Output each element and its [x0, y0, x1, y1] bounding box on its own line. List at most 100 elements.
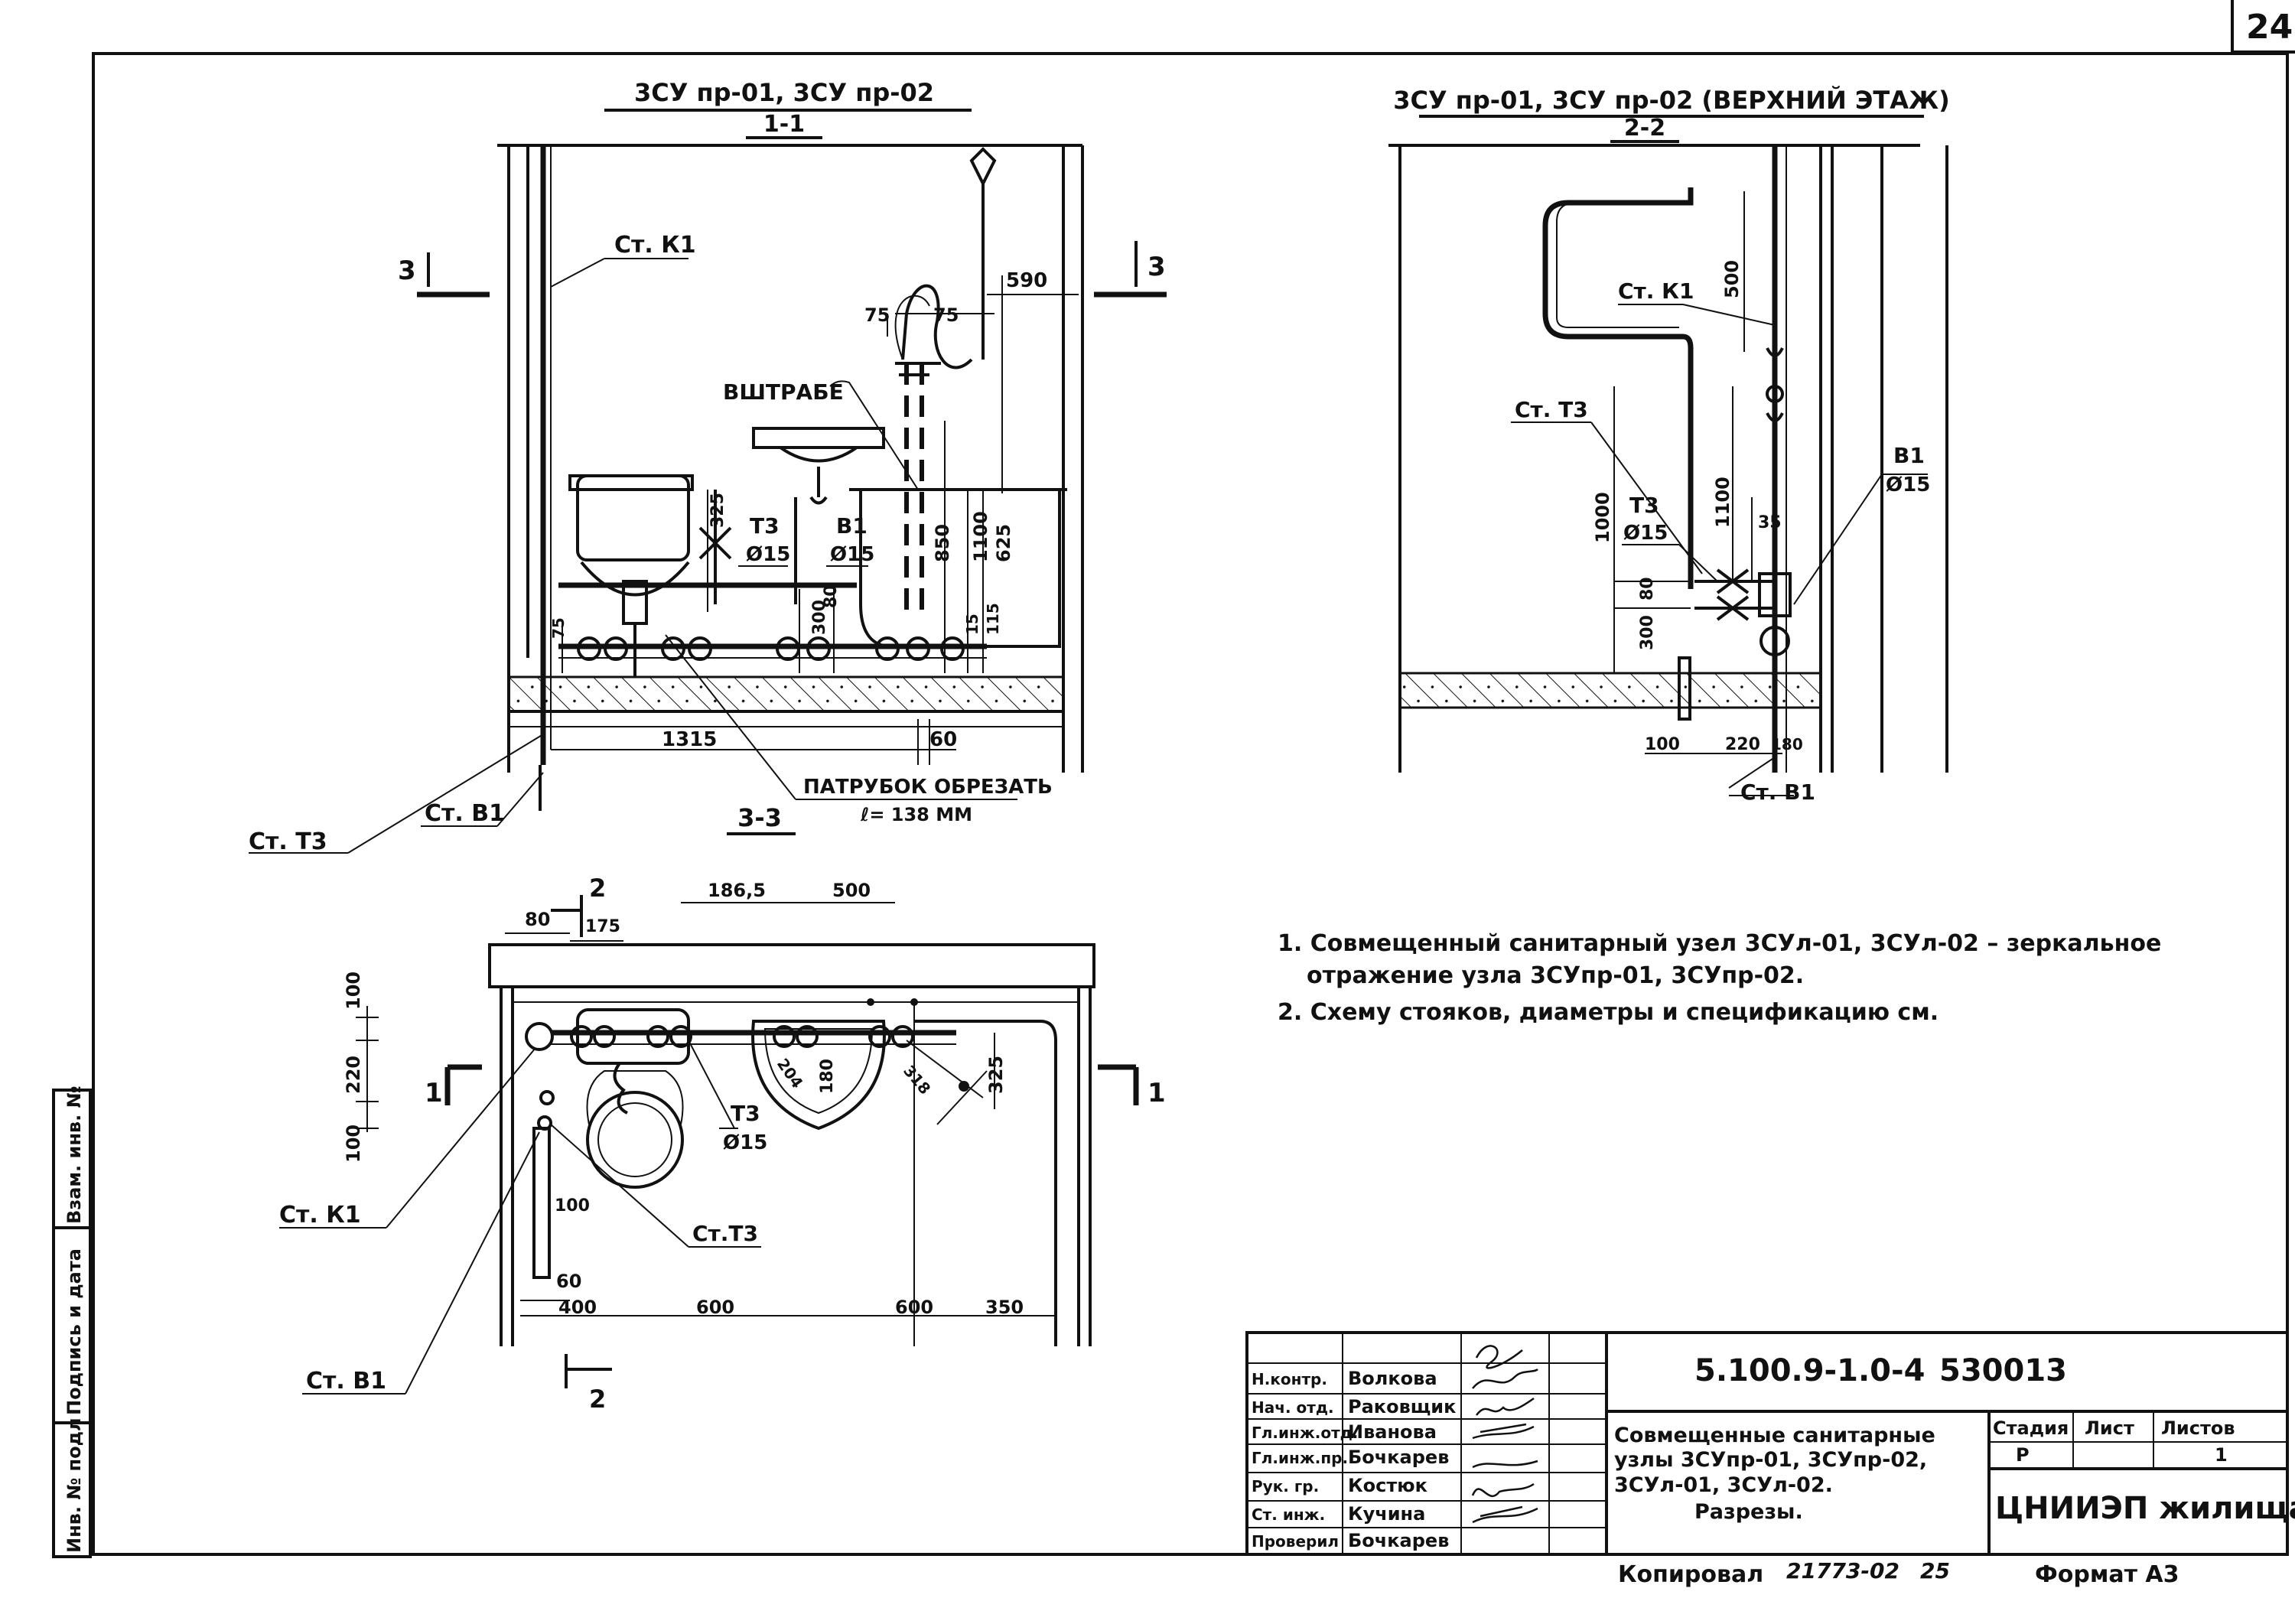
stage-value: Р	[2016, 1444, 2030, 1466]
col-sheets: Листов	[2161, 1417, 2235, 1439]
cut-2-top: 2	[589, 874, 606, 903]
section-2-2: 3СУ пр-01, 3СУ пр-02 (ВЕРХНИЙ ЭТАЖ) 2-2 …	[1388, 86, 1950, 805]
page-number-box: 24	[2231, 0, 2295, 54]
note-1-cont: отражение узла 3СУпр-01, 3СУпр-02.	[1307, 962, 1804, 989]
copy-sheet: 25	[1920, 1558, 1950, 1583]
copied-label: Копировал	[1618, 1561, 1763, 1588]
label-st-t3-plan: Ст.Т3	[692, 1221, 758, 1246]
side-stamp-inv: Инв. № подл	[63, 1417, 85, 1553]
cut-1-right: 1	[1148, 1078, 1166, 1108]
svg-text:Иванова: Иванова	[1348, 1421, 1437, 1443]
svg-text:220: 220	[343, 1056, 364, 1094]
label-st-k1-2: Ст. К1	[1618, 278, 1694, 304]
svg-text:220: 220	[1725, 735, 1760, 754]
svg-text:100: 100	[1645, 735, 1680, 754]
svg-text:325: 325	[985, 1056, 1007, 1094]
svg-text:325: 325	[708, 493, 728, 528]
svg-text:600: 600	[696, 1297, 734, 1318]
svg-text:300: 300	[810, 600, 829, 635]
label-t3-plan: Т3	[731, 1101, 760, 1126]
cut-1-left: 1	[425, 1078, 443, 1108]
svg-text:850: 850	[932, 524, 953, 562]
label-v1-d15: Ø15	[830, 543, 874, 566]
doc-number: 530013	[1939, 1353, 2067, 1388]
label-v1-2-d15: Ø15	[1886, 474, 1930, 496]
label-st-v1-2: Ст. В1	[1740, 779, 1815, 805]
svg-text:100: 100	[343, 971, 364, 1010]
note-2: 2. Схему стояков, диаметры и спецификаци…	[1278, 999, 1939, 1026]
label-t3-d15: Ø15	[746, 543, 790, 566]
label-t3-2-d15: Ø15	[1623, 522, 1668, 545]
label-patrubok: ПАТРУБОК ОБРЕЗАТЬ	[803, 776, 1053, 799]
svg-text:1315: 1315	[662, 728, 717, 751]
description-2: узлы 3СУпр-01, 3СУпр-02,	[1614, 1448, 1927, 1472]
section-2-2-dimensions: 500 1000 1100 80 300 35 100 220 180	[1592, 191, 1803, 754]
svg-text:Н.контр.: Н.контр.	[1252, 1370, 1327, 1388]
svg-text:80: 80	[1638, 577, 1657, 600]
svg-text:Проверил: Проверил	[1252, 1532, 1339, 1551]
format-label: Формат А3	[2035, 1561, 2179, 1588]
svg-text:Гл.инж.пр.: Гл.инж.пр.	[1252, 1449, 1348, 1467]
svg-text:100: 100	[555, 1196, 590, 1216]
plan-dimensions: 80 175 186,5 500 100 220 100 100 60 400 …	[343, 880, 1056, 1318]
svg-text:400: 400	[558, 1297, 597, 1318]
cut-2-bottom: 2	[589, 1385, 606, 1414]
svg-text:1100: 1100	[970, 511, 991, 562]
notes: 1. Совмещенный санитарный узел 3СУл-01, …	[1278, 930, 2161, 1026]
svg-text:Костюк: Костюк	[1348, 1475, 1427, 1496]
cut-3-right: 3	[1148, 252, 1166, 282]
label-st-v1-plan: Ст. В1	[306, 1368, 386, 1395]
svg-text:80: 80	[822, 584, 841, 608]
svg-text:1000: 1000	[1592, 492, 1613, 543]
svg-text:625: 625	[993, 524, 1014, 562]
organization: ЦНИИЭП жилища	[1995, 1491, 2295, 1526]
label-patrubok-len: ℓ= 138 ММ	[860, 804, 972, 825]
label-t3: Т3	[750, 513, 780, 539]
copy-number: 21773-02	[1786, 1558, 1899, 1583]
drawing-frame	[92, 52, 2289, 1556]
sheets-value: 1	[2215, 1444, 2228, 1466]
label-v1: В1	[836, 513, 868, 539]
svg-text:Раковщик: Раковщик	[1348, 1396, 1456, 1417]
svg-text:Рук. гр.: Рук. гр.	[1252, 1477, 1319, 1495]
label-st-k1-plan: Ст. К1	[279, 1202, 361, 1229]
cut-3-left: 3	[398, 255, 416, 286]
svg-text:600: 600	[895, 1297, 933, 1318]
svg-text:1100: 1100	[1712, 477, 1733, 528]
plan-3-3: 2 2 1 1 Т3 Ø15 Ст. К1 Ст.Т3 Ст. В1	[279, 874, 1166, 1414]
section-1-1-dimensions: 75 75 590 325 80 300 850 1100 625 15 115…	[549, 269, 1079, 765]
note-1: 1. Совмещенный санитарный узел 3СУл-01, …	[1278, 930, 2161, 957]
svg-text:300: 300	[1638, 615, 1657, 650]
section-2-2-label: 2-2	[1624, 115, 1665, 142]
svg-text:15: 15	[963, 613, 981, 635]
col-stage: Стадия	[1993, 1417, 2069, 1439]
label-st-t3: Ст. Т3	[249, 828, 327, 855]
section-1-1-title: 3СУ пр-01, 3СУ пр-02	[634, 78, 934, 107]
svg-text:Бочкарев: Бочкарев	[1348, 1447, 1449, 1468]
svg-text:75: 75	[549, 617, 568, 639]
svg-text:Волкова: Волкова	[1348, 1368, 1437, 1389]
svg-text:Ст. инж.: Ст. инж.	[1252, 1505, 1325, 1524]
label-st-t3-2: Ст. Т3	[1515, 397, 1588, 422]
page-number: 24	[2246, 8, 2293, 47]
description-1: Совмещенные санитарные	[1614, 1424, 1935, 1447]
svg-text:60: 60	[929, 728, 957, 751]
section-1-1: 3СУ пр-01, 3СУ пр-02 1-1 3 3	[249, 78, 1167, 855]
svg-text:500: 500	[1721, 260, 1743, 298]
title-block: Н.контр. Нач. отд. Гл.инж.отд. Гл.инж.пр…	[1245, 1331, 2295, 1588]
label-st-v1: Ст. В1	[425, 800, 505, 827]
description-4: Разрезы.	[1694, 1500, 1803, 1524]
label-st-k1: Ст. К1	[614, 232, 696, 259]
side-stamp: Инв. № подл Подпись и дата Взам. инв. №	[52, 1086, 92, 1558]
section-2-2-title: 3СУ пр-01, 3СУ пр-02 (ВЕРХНИЙ ЭТАЖ)	[1393, 86, 1950, 115]
svg-text:590: 590	[1006, 269, 1047, 292]
svg-text:Бочкарев: Бочкарев	[1348, 1530, 1449, 1551]
label-t3-2: Т3	[1629, 493, 1659, 518]
svg-text:100: 100	[343, 1124, 364, 1163]
svg-text:350: 350	[985, 1297, 1024, 1318]
label-v1-2: В1	[1893, 443, 1925, 468]
section-1-1-label: 1-1	[763, 111, 805, 138]
svg-text:35: 35	[1758, 513, 1782, 532]
svg-text:80: 80	[525, 909, 550, 930]
